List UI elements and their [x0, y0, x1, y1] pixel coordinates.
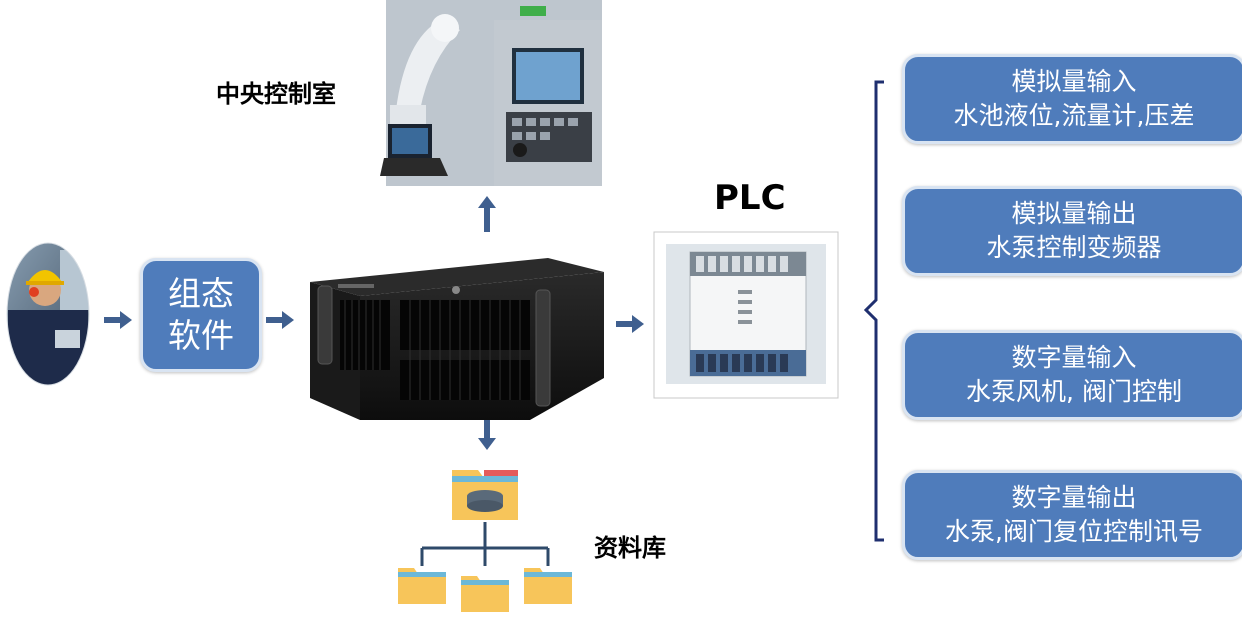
- analog-input-detail: 水池液位,流量计,压差: [953, 101, 1195, 130]
- config-software-box: 组态 软件: [140, 258, 262, 372]
- arrow-right-1: [104, 311, 132, 329]
- digital-input-title: 数字量输入: [1011, 343, 1137, 372]
- arrow-right-2: [266, 311, 294, 329]
- digital-input-detail: 水泵风机, 阀门控制: [966, 377, 1182, 406]
- arrow-up: [478, 196, 496, 232]
- digital-output-title: 数字量输出: [1011, 483, 1137, 512]
- control-room-label: 中央控制室: [216, 80, 336, 108]
- arrow-right-3: [616, 315, 644, 333]
- analog-input-title: 模拟量输入: [1011, 67, 1137, 96]
- software-line-1: 组态: [168, 274, 234, 313]
- arrow-down: [478, 414, 496, 450]
- digital-output-box: 数字量输出 水泵,阀门复位控制讯号: [902, 470, 1242, 560]
- analog-output-box: 模拟量输出 水泵控制变频器: [902, 186, 1242, 276]
- plc-label: PLC: [714, 178, 786, 218]
- analog-output-detail: 水泵控制变频器: [986, 233, 1162, 262]
- analog-input-box: 模拟量输入 水池液位,流量计,压差: [902, 54, 1242, 144]
- software-line-2: 软件: [168, 316, 234, 355]
- database-label: 资料库: [594, 534, 666, 562]
- digital-output-detail: 水泵,阀门复位控制讯号: [945, 517, 1203, 546]
- analog-output-title: 模拟量输出: [1011, 199, 1137, 228]
- digital-input-box: 数字量输入 水泵风机, 阀门控制: [902, 330, 1242, 420]
